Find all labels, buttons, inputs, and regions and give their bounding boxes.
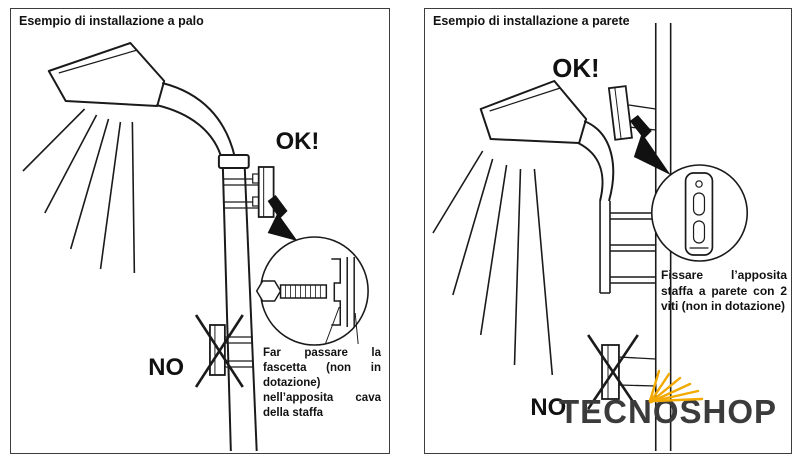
- antenna-signal-icon: [648, 369, 704, 404]
- ok-device-shape: [223, 166, 275, 218]
- no-cross-mark: [194, 314, 244, 388]
- wall-installation-drawing: OK! NO: [432, 23, 749, 451]
- detail-arrow: [629, 115, 671, 175]
- wall-installation-panel: Esempio di installazione a parete: [424, 8, 792, 454]
- pole-ok-label: OK!: [276, 128, 320, 155]
- bracket-plate-shape: [346, 257, 355, 327]
- wall-caption: Fissare l’apposita staffa a parete con 2…: [661, 268, 787, 314]
- pole-installation-panel: Esempio di installazione a palo: [10, 8, 390, 454]
- wall-bracket-detail: [684, 172, 714, 256]
- clamp-bands: [223, 178, 259, 209]
- clamp-bolt-detail: [255, 257, 359, 345]
- detail-arrow: [267, 195, 298, 241]
- pole-shape: [221, 167, 258, 452]
- ok-device-shape: [607, 85, 656, 141]
- wall-ok-label: OK!: [552, 55, 599, 83]
- no-device-shape: [601, 344, 656, 400]
- pole-caption: Far passare la fascetta (non in dotazion…: [263, 347, 381, 419]
- pole-collar-shape: [217, 154, 250, 169]
- tecnoshop-logo: TECNOSHOP: [559, 369, 777, 428]
- wall-lamp-arm-shape: [577, 120, 615, 202]
- pole-no-label: NO: [148, 354, 184, 381]
- wall-lamp-head-shape: [479, 80, 588, 144]
- ladder-bracket-shape: [599, 201, 656, 294]
- no-cross-mark: [587, 334, 639, 410]
- wall-panel-title: Esempio di installazione a parete: [433, 14, 630, 28]
- caption-leader-lines: [324, 306, 359, 345]
- pole-panel-title: Esempio di installazione a palo: [19, 14, 204, 28]
- street-lamp-head-shape: [47, 42, 166, 107]
- wall-no-label: NO: [530, 394, 566, 421]
- pole-installation-drawing: OK! NO: [22, 42, 369, 452]
- light-rays: [22, 108, 136, 274]
- light-rays: [432, 150, 554, 376]
- bracket-slot-shape: [331, 258, 342, 326]
- lamp-arm-shape: [156, 82, 236, 160]
